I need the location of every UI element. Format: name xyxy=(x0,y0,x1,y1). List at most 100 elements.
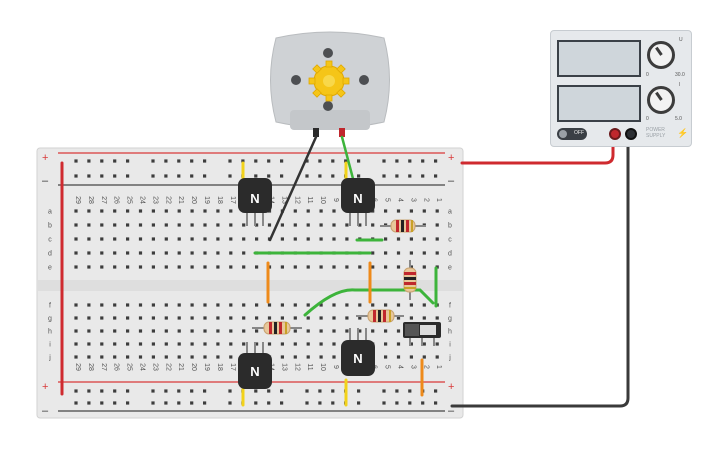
rail-hole[interactable] xyxy=(87,401,91,405)
rail-hole[interactable] xyxy=(203,159,207,163)
rail-hole[interactable] xyxy=(190,401,194,405)
rail-hole[interactable] xyxy=(305,389,309,393)
rail-hole[interactable] xyxy=(395,389,399,393)
hole-g-21[interactable] xyxy=(177,316,181,320)
hole-e-16[interactable] xyxy=(242,265,246,269)
rail-hole[interactable] xyxy=(87,159,91,163)
hole-f-6[interactable] xyxy=(371,303,375,307)
rail-hole[interactable] xyxy=(267,389,271,393)
hole-a-5[interactable] xyxy=(384,209,388,213)
rail-hole[interactable] xyxy=(267,401,271,405)
rail-hole[interactable] xyxy=(395,401,399,405)
hole-h-11[interactable] xyxy=(306,329,310,333)
rail-hole[interactable] xyxy=(318,159,322,163)
hole-i-13[interactable] xyxy=(280,342,284,346)
hole-f-8[interactable] xyxy=(345,303,349,307)
hole-f-11[interactable] xyxy=(306,303,310,307)
hole-g-24[interactable] xyxy=(138,316,143,320)
rail-hole[interactable] xyxy=(164,174,168,178)
hole-f-25[interactable] xyxy=(126,303,130,307)
hole-b-19[interactable] xyxy=(203,223,207,227)
hole-b-20[interactable] xyxy=(190,223,194,227)
hole-f-5[interactable] xyxy=(384,303,388,307)
hole-h-20[interactable] xyxy=(190,329,194,333)
hole-e-21[interactable] xyxy=(177,265,181,269)
rail-hole[interactable] xyxy=(254,401,258,405)
hole-c-17[interactable] xyxy=(229,237,233,241)
rail-hole[interactable] xyxy=(357,159,361,163)
hole-a-11[interactable] xyxy=(306,209,310,213)
power-toggle[interactable]: OFF xyxy=(557,128,587,140)
hole-j-17[interactable] xyxy=(229,355,233,359)
hole-e-20[interactable] xyxy=(190,265,194,269)
hole-g-10[interactable] xyxy=(319,316,323,320)
rail-hole[interactable] xyxy=(164,389,168,393)
rail-hole[interactable] xyxy=(113,389,117,393)
hole-e-9[interactable] xyxy=(332,265,336,269)
hole-c-3[interactable] xyxy=(409,237,413,241)
hole-e-3[interactable] xyxy=(409,265,413,269)
hole-g-19[interactable] xyxy=(203,316,207,320)
rail-hole[interactable] xyxy=(331,159,335,163)
rail-hole[interactable] xyxy=(113,159,117,163)
rail-hole[interactable] xyxy=(395,159,399,163)
rail-hole[interactable] xyxy=(421,159,425,163)
hole-g-29[interactable] xyxy=(74,316,78,320)
rail-hole[interactable] xyxy=(100,159,104,163)
hole-e-6[interactable] xyxy=(371,265,375,269)
hole-g-14[interactable] xyxy=(267,316,272,320)
hole-e-25[interactable] xyxy=(126,265,130,269)
hole-a-20[interactable] xyxy=(190,209,194,213)
hole-i-4[interactable] xyxy=(396,342,401,346)
transistor-q3[interactable]: N xyxy=(238,342,272,389)
hole-e-22[interactable] xyxy=(164,265,168,269)
rail-hole[interactable] xyxy=(280,174,284,178)
hole-h-18[interactable] xyxy=(216,329,220,333)
rail-hole[interactable] xyxy=(126,159,130,163)
rail-hole[interactable] xyxy=(74,159,78,163)
hole-g-4[interactable] xyxy=(396,316,401,320)
rail-hole[interactable] xyxy=(151,174,155,178)
rail-hole[interactable] xyxy=(421,401,425,405)
wire-psu-negative[interactable] xyxy=(450,133,630,408)
hole-g-26[interactable] xyxy=(113,316,117,320)
rail-hole[interactable] xyxy=(228,401,232,405)
hole-i-1[interactable] xyxy=(435,342,439,346)
hole-e-4[interactable] xyxy=(396,265,401,269)
rail-hole[interactable] xyxy=(100,174,104,178)
wire-motor-black[interactable] xyxy=(268,135,318,242)
hole-d-21[interactable] xyxy=(177,251,181,255)
hole-c-5[interactable] xyxy=(384,237,388,241)
rail-hole[interactable] xyxy=(434,401,438,405)
hole-e-1[interactable] xyxy=(435,265,439,269)
hole-g-23[interactable] xyxy=(151,316,155,320)
hole-h-21[interactable] xyxy=(177,329,181,333)
rail-hole[interactable] xyxy=(318,401,322,405)
hole-f-7[interactable] xyxy=(358,303,362,307)
hole-c-29[interactable] xyxy=(74,237,78,241)
wire-green-cross[interactable] xyxy=(303,288,435,317)
hole-i-27[interactable] xyxy=(100,342,104,346)
hole-i-16[interactable] xyxy=(242,342,246,346)
hole-c-25[interactable] xyxy=(126,237,130,241)
hole-h-12[interactable] xyxy=(293,329,297,333)
hole-e-8[interactable] xyxy=(345,265,349,269)
hole-b-28[interactable] xyxy=(87,223,91,227)
rail-hole[interactable] xyxy=(228,159,232,163)
rail-hole[interactable] xyxy=(203,389,207,393)
hole-a-10[interactable] xyxy=(319,209,323,213)
hole-a-17[interactable] xyxy=(229,209,233,213)
hole-c-1[interactable] xyxy=(435,237,439,241)
hole-a-9[interactable] xyxy=(332,209,336,213)
rail-hole[interactable] xyxy=(190,174,194,178)
resistor-r2[interactable] xyxy=(403,260,417,300)
rail-hole[interactable] xyxy=(357,401,361,405)
hole-j-1[interactable] xyxy=(435,355,439,359)
hole-i-22[interactable] xyxy=(164,342,168,346)
hole-c-18[interactable] xyxy=(216,237,220,241)
hole-d-5[interactable] xyxy=(384,251,388,255)
hole-h-6[interactable] xyxy=(371,329,375,333)
rail-hole[interactable] xyxy=(280,159,284,163)
rail-hole[interactable] xyxy=(408,401,412,405)
hole-h-7[interactable] xyxy=(358,329,362,333)
